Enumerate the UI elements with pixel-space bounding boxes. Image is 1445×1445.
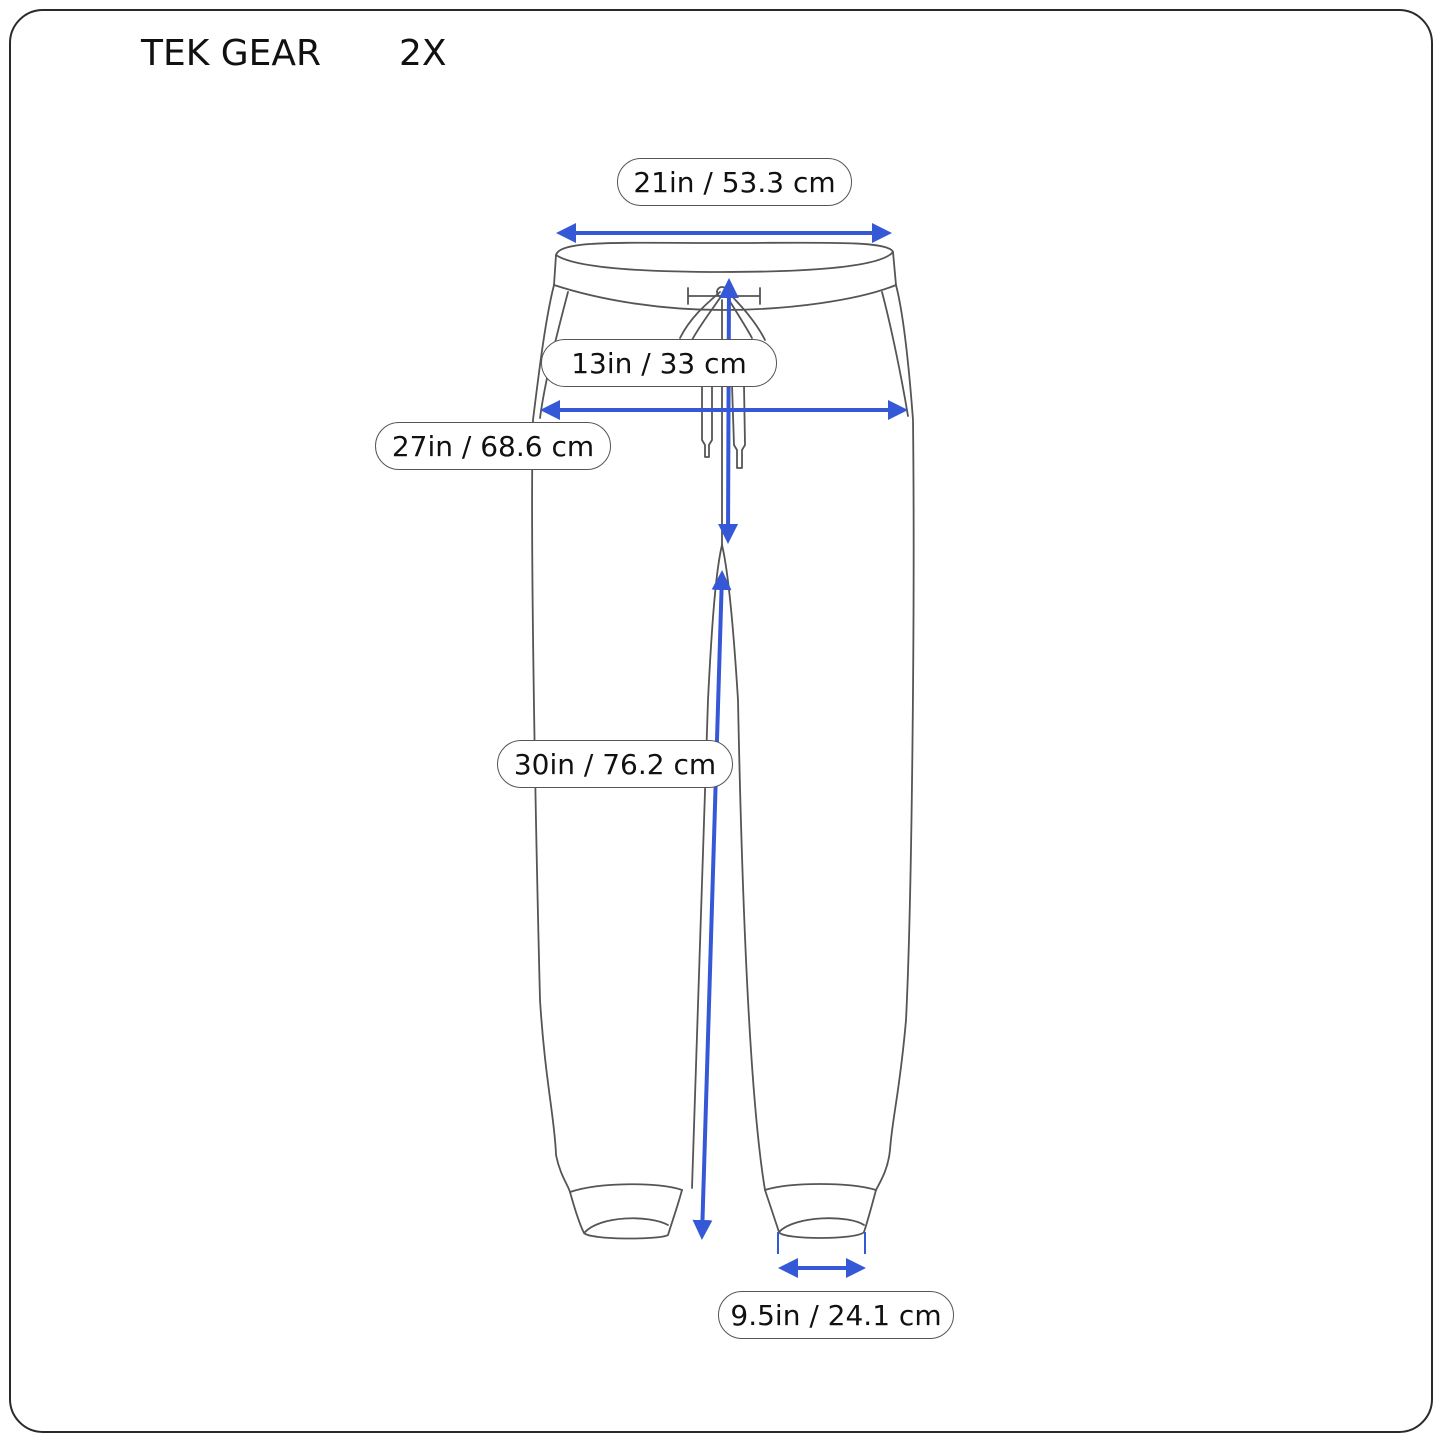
size-label: 2X bbox=[399, 33, 447, 74]
waist-measurement-label: 21in / 53.3 cm bbox=[617, 158, 852, 206]
hip-measurement-label: 27in / 68.6 cm bbox=[375, 422, 611, 470]
measurement-lines bbox=[540, 223, 908, 1278]
inseam-measurement-label: 30in / 76.2 cm bbox=[497, 740, 733, 788]
diagram-frame bbox=[9, 9, 1433, 1433]
inseam-measure-arrow bbox=[692, 570, 732, 1240]
leg-opening-guides bbox=[777, 1232, 866, 1254]
brand-name: TEK GEAR bbox=[141, 33, 322, 74]
leg-opening-measurement-label: 9.5in / 24.1 cm bbox=[718, 1291, 954, 1339]
rise-measurement-label: 13in / 33 cm bbox=[541, 339, 777, 387]
